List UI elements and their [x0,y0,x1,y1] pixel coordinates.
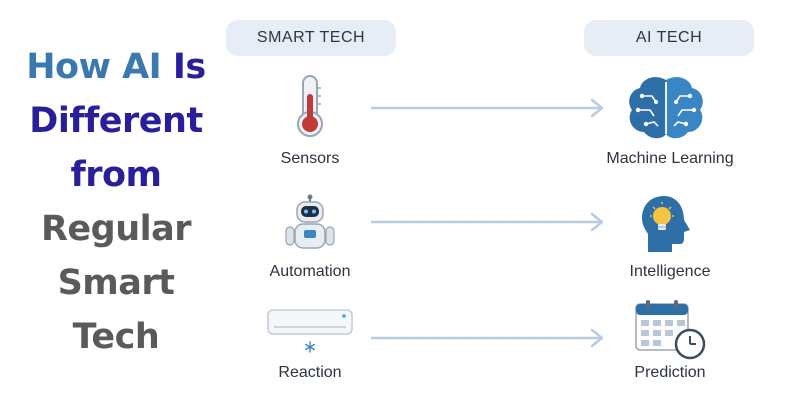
headline-part-how-ai: How AI [26,47,162,87]
headline-line-2: Different [29,101,203,141]
head-lightbulb-icon [642,196,690,252]
arrow-row-1 [370,98,604,118]
air-conditioner-icon [267,309,353,353]
headline: How AI Is Different from Regular Smart T… [0,40,232,364]
smart-tech-header: SMART TECH [226,20,396,56]
robot-icon [285,194,335,249]
brain-circuit-icon [629,77,703,139]
row-2-right-label: Intelligence [629,263,711,280]
headline-part-is: Is [172,47,206,87]
row-2-left-label: Automation [269,263,351,280]
row-3-left-label: Reaction [278,364,342,381]
thermometer-icon [297,75,323,137]
headline-line-6: Tech [72,317,160,357]
row-1-right-label: Machine Learning [606,150,734,167]
calendar-clock-icon [635,300,706,360]
row-1-left-label: Sensors [280,150,340,167]
arrow-row-2 [370,212,604,232]
headline-line-1: How AI Is [0,40,232,94]
headline-line-4: Regular [40,209,192,249]
row-3-right-label: Prediction [634,364,706,381]
headline-line-3: from [70,155,162,195]
arrow-row-3 [370,328,604,348]
headline-line-5: Smart [57,263,175,303]
ai-tech-header: AI TECH [584,20,754,56]
